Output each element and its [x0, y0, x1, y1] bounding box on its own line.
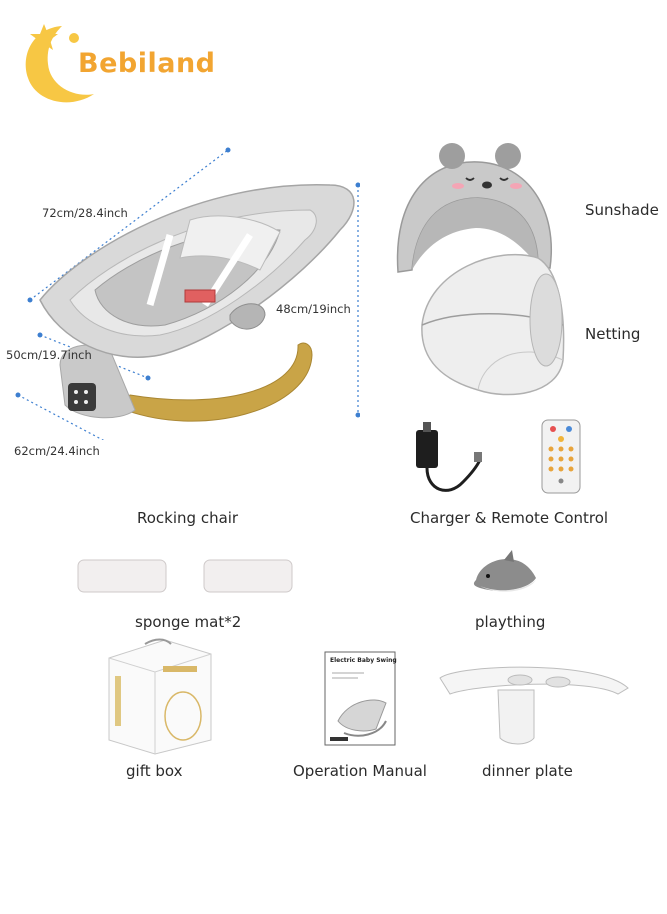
baby-rocking-chair-icon	[15, 147, 360, 440]
sunshade-label: Sunshade	[585, 201, 659, 219]
rocking-chair-label: Rocking chair	[137, 509, 239, 527]
dinner-plate-label: dinner plate	[482, 762, 573, 780]
manual-cover-title: Electric Baby Swing	[330, 657, 397, 664]
depth-dimension-label: 50cm/19.7inch	[6, 348, 92, 362]
plaything-label: plaything	[475, 613, 546, 631]
netting-label: Netting	[585, 325, 641, 343]
dolphin-plush-icon	[473, 550, 536, 592]
brand-name: Bebiland	[78, 48, 216, 79]
height-dimension-label: 48cm/19inch	[276, 302, 351, 316]
gift-box-icon	[108, 638, 212, 755]
charger-remote-label: Charger & Remote Control	[410, 509, 609, 527]
crescent-moon-logo-icon	[25, 24, 94, 103]
length-dimension-label: 72cm/28.4inch	[42, 206, 128, 220]
sponge-roll-icon	[77, 559, 167, 593]
power-adapter-icon	[416, 422, 482, 492]
bear-sunshade-icon	[396, 143, 552, 273]
remote-control-icon	[541, 419, 581, 494]
sponge-mat-label: sponge mat*2	[135, 613, 242, 631]
base-dimension-label: 62cm/24.4inch	[14, 444, 100, 458]
manual-booklet-icon	[324, 651, 396, 746]
mosquito-netting-icon	[421, 253, 565, 396]
operation-manual-label: Operation Manual	[293, 762, 427, 780]
tray-plate-icon	[439, 666, 629, 745]
sponge-roll-icon	[203, 559, 293, 593]
brand-logo: Bebiland	[14, 20, 244, 112]
gift-box-label: gift box	[126, 762, 183, 780]
